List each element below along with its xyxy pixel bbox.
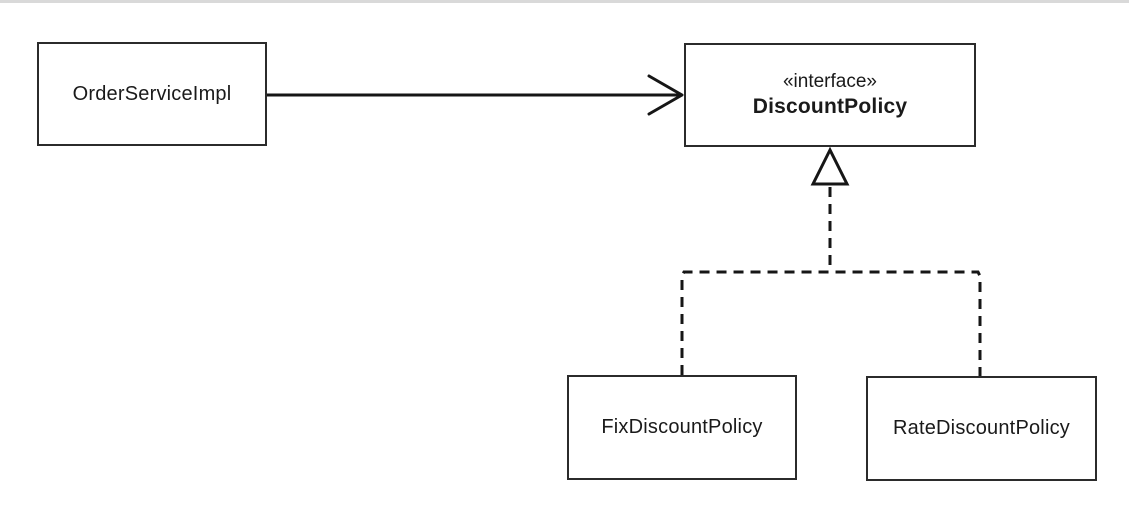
class-name-label: FixDiscountPolicy [601,416,763,438]
hollow-triangle-arrowhead [810,146,850,186]
dependency-arrow [267,74,684,116]
interface-stereotype-label: «interface» [782,71,877,92]
class-box-fix-discount-policy: FixDiscountPolicy [567,375,797,480]
top-divider-rule [0,0,1129,3]
realization-connector [680,146,982,376]
class-box-discount-policy-interface: «interface» DiscountPolicy [684,43,976,147]
class-name-label: RateDiscountPolicy [892,417,1070,439]
class-box-order-service-impl: OrderServiceImpl [37,42,267,146]
class-name-label: OrderServiceImpl [72,82,232,105]
class-name-label: DiscountPolicy [752,94,908,118]
class-box-rate-discount-policy: RateDiscountPolicy [866,376,1097,481]
